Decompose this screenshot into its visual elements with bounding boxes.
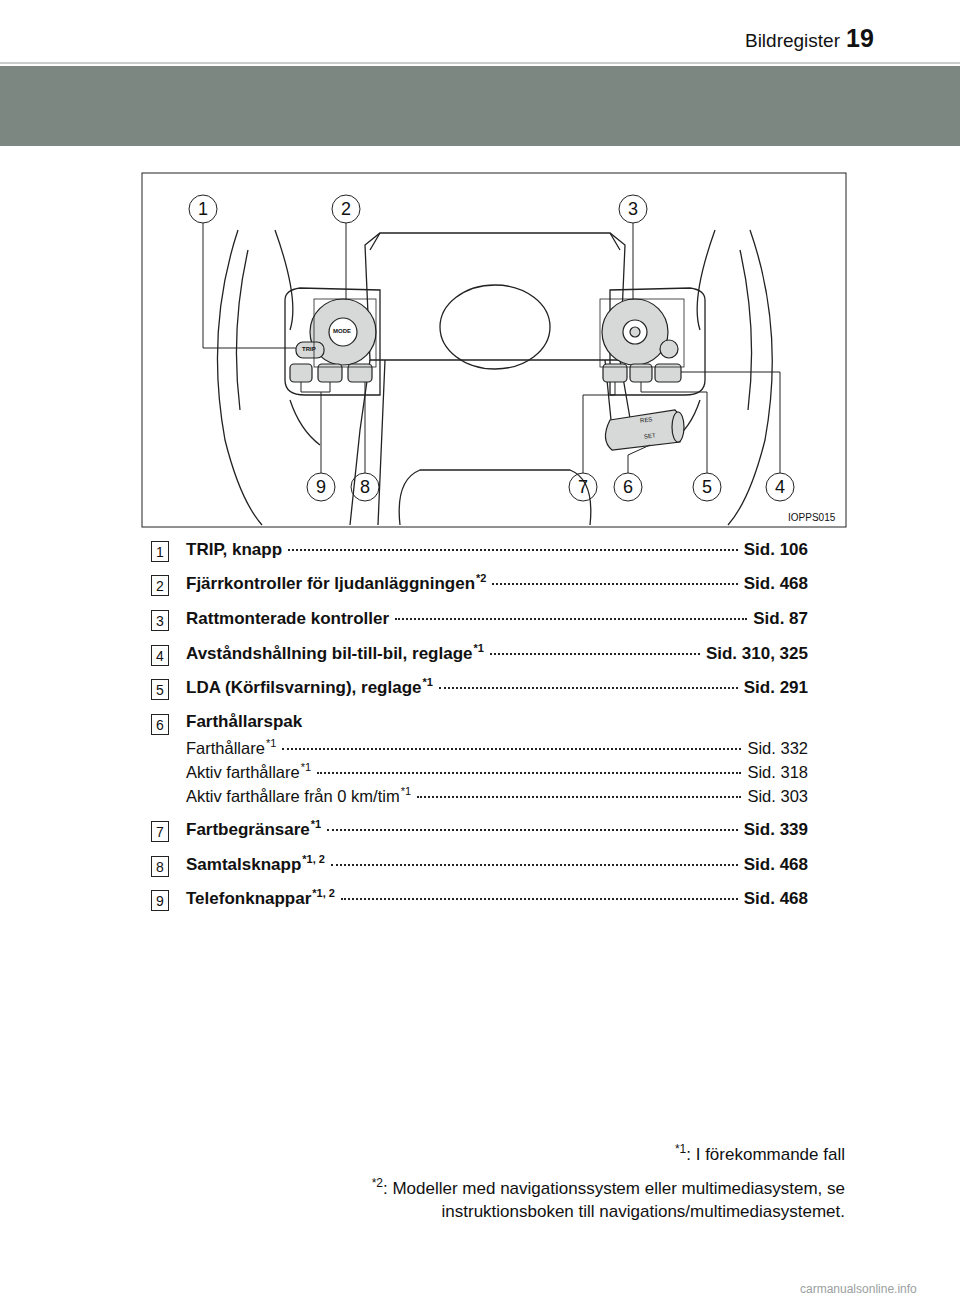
page-title: Bildregister [745, 30, 840, 52]
entry-text: Farthållare [186, 739, 265, 758]
leader-lines [189, 195, 794, 501]
callout-number: 3 [151, 610, 169, 631]
dot-leader [417, 796, 741, 798]
footnote-mark: *1, 2 [302, 853, 325, 865]
callout-number: 2 [151, 575, 169, 596]
footnote: *2: Modeller med navigationssystem eller… [275, 1178, 845, 1223]
footnote-text: : Modeller med navigationssystem eller m… [383, 1179, 845, 1221]
watermark: carmanualsonline.info [800, 1282, 917, 1296]
callout-number: 8 [151, 856, 169, 877]
page-ref: Sid. 106 [744, 540, 808, 560]
entry-text: Samtalsknapp [186, 855, 301, 875]
footnote-mark: *2 [476, 572, 486, 584]
page-ref: Sid. 291 [744, 678, 808, 698]
page-ref: Sid. 339 [744, 820, 808, 840]
callout-number: 5 [695, 475, 719, 499]
footnote-mark: *1 [474, 642, 484, 654]
page-ref: Sid. 468 [744, 889, 808, 909]
callout-number: 8 [353, 475, 377, 499]
footnote-mark: *1, 2 [312, 887, 335, 899]
callout-number: 4 [151, 645, 169, 666]
footnote-mark: *1 [301, 761, 311, 773]
callout-number: 2 [334, 197, 358, 221]
callout-number: 9 [309, 475, 333, 499]
callout-number: 7 [571, 475, 595, 499]
entry-heading: Farthållarspak [186, 712, 302, 732]
footnote: *1: I förekommande fall [445, 1144, 845, 1167]
index-entry: Samtalsknapp*1, 2 Sid. 468 [186, 855, 808, 875]
dot-leader [288, 549, 738, 551]
button-label: TRIP [302, 346, 316, 352]
sub-entry: Aktiv farthållare*1 Sid. 318 [186, 763, 808, 782]
index-entry: Rattmonterade kontroller Sid. 87 [186, 609, 808, 629]
figure-code: IOPPS015 [788, 512, 835, 523]
dot-leader [395, 618, 747, 620]
sub-entry: Aktiv farthållare från 0 km/tim*1 Sid. 30… [186, 787, 808, 806]
callout-number: 1 [151, 541, 169, 562]
entry-text: Aktiv farthållare från 0 km/tim [186, 787, 400, 806]
page-ref: Sid. 468 [744, 574, 808, 594]
button-label: MODE [333, 328, 351, 334]
page-ref: Sid. 468 [744, 855, 808, 875]
entry-text: Fartbegränsare [186, 820, 310, 840]
dot-leader [327, 829, 738, 831]
callout-number: 4 [768, 475, 792, 499]
entry-text: Aktiv farthållare [186, 763, 300, 782]
callout-number: 3 [621, 197, 645, 221]
entry-text: Fjärrkontroller för ljudanläggningen [186, 574, 475, 594]
dot-leader [439, 687, 738, 689]
callout-number: 6 [616, 475, 640, 499]
page-ref: Sid. 87 [753, 609, 808, 629]
page-number: 19 [846, 24, 874, 53]
header-band [0, 66, 960, 146]
index-entry: Avståndshållning bil-till-bil, reglage*1… [186, 644, 808, 664]
entry-text: Avståndshållning bil-till-bil, reglage [186, 644, 473, 664]
page-ref: Sid. 303 [747, 787, 808, 806]
callout-number: 6 [151, 714, 169, 735]
dot-leader [282, 748, 741, 750]
dot-leader [341, 898, 738, 900]
footnote-mark: *2 [372, 1176, 383, 1190]
index-entry: TRIP, knapp Sid. 106 [186, 540, 808, 560]
dot-leader [490, 653, 700, 655]
callout-number: 7 [151, 821, 169, 842]
callout-number: 1 [191, 197, 215, 221]
dot-leader [331, 864, 738, 866]
footnote-mark: *1 [401, 785, 411, 797]
dot-leader [492, 583, 737, 585]
right-controls [600, 299, 684, 450]
steering-wheel [217, 230, 772, 525]
page-ref: Sid. 318 [747, 763, 808, 782]
footnote-mark: *1 [266, 737, 276, 749]
callout-number: 5 [151, 679, 169, 700]
entry-text: Rattmonterade kontroller [186, 609, 389, 629]
figure-frame [142, 173, 846, 527]
footnote-mark: *1 [675, 1142, 686, 1156]
dot-leader [317, 772, 741, 774]
entry-text: Telefonknappar [186, 889, 311, 909]
sub-entry: Farthållare*1 Sid. 332 [186, 739, 808, 758]
footnote-text: : I förekommande fall [686, 1145, 845, 1164]
header-line [0, 62, 960, 64]
index-entry: Fjärrkontroller för ljudanläggningen*2 Si… [186, 574, 808, 594]
index-entry: Fartbegränsare*1 Sid. 339 [186, 820, 808, 840]
entry-text: LDA (Körfilsvarning), reglage [186, 678, 422, 698]
footnote-mark: *1 [423, 676, 433, 688]
footnote-mark: *1 [311, 818, 321, 830]
page-ref: Sid. 332 [747, 739, 808, 758]
index-entry: Telefonknappar*1, 2 Sid. 468 [186, 889, 808, 909]
page-ref: Sid. 310, 325 [706, 644, 808, 664]
entry-text: TRIP, knapp [186, 540, 282, 560]
left-controls [290, 299, 376, 382]
index-entry: LDA (Körfilsvarning), reglage*1 Sid. 291 [186, 678, 808, 698]
callout-number: 9 [151, 890, 169, 911]
